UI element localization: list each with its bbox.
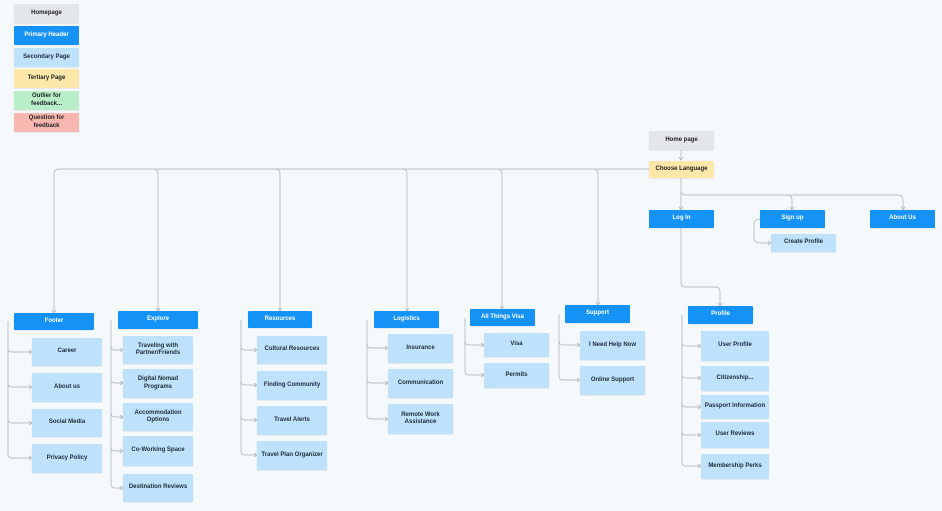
explore-connector-branch-2 <box>110 412 123 418</box>
profile-item-user-reviews[interactable]: User Reviews <box>701 422 769 448</box>
profile-item-citizenship[interactable]: Citizenship... <box>701 366 769 391</box>
support-node[interactable]: Support <box>565 305 630 323</box>
footer-connector-branch-0 <box>7 347 32 353</box>
footer-node[interactable]: Footer <box>14 313 94 330</box>
footer-item-career[interactable]: Career <box>32 338 102 366</box>
resources-connector-branch-1 <box>240 380 257 386</box>
connector-to-sign-up <box>680 189 793 210</box>
log-in-node[interactable]: Log In <box>649 210 714 228</box>
visa-item-visa[interactable]: Visa <box>484 333 549 357</box>
connector-to-about-us <box>787 194 904 210</box>
support-item-i-need-help-now[interactable]: I Need Help Now <box>580 331 645 360</box>
footer-connector-branch-2 <box>7 418 32 424</box>
legend-tertiary-page: Tertiary Page <box>14 69 79 88</box>
connector-to-explore <box>152 168 159 311</box>
explore-item-co-working-space[interactable]: Co-Working Space <box>123 436 193 466</box>
connector-to-logistics <box>401 168 408 311</box>
footer-item-about-us[interactable]: About us <box>32 373 102 402</box>
profile-node[interactable]: Profile <box>688 306 753 324</box>
profile-connector-rail <box>681 315 701 467</box>
logistics-item-communication[interactable]: Communication <box>388 369 453 398</box>
visa-item-permits[interactable]: Permits <box>484 363 549 388</box>
resources-item-finding-community[interactable]: Finding Community <box>257 371 327 400</box>
support-connector-branch-0 <box>558 340 580 346</box>
connector-to-visa <box>496 168 503 309</box>
about-us-node[interactable]: About Us <box>870 210 935 228</box>
footer-item-privacy-policy[interactable]: Privacy Policy <box>32 444 102 473</box>
create-profile-node[interactable]: Create Profile <box>771 234 836 252</box>
support-item-online-support[interactable]: Online Support <box>580 366 645 395</box>
connector-login-to-profile <box>680 228 721 306</box>
profile-item-membership-perks[interactable]: Membership Perks <box>701 454 769 479</box>
resources-connector-branch-0 <box>240 345 257 351</box>
resources-item-cultural-resources[interactable]: Cultural Resources <box>257 336 327 364</box>
footer-item-social-media[interactable]: Social Media <box>32 409 102 437</box>
logistics-node[interactable]: Logistics <box>374 311 439 328</box>
support-connector-rail <box>558 314 580 381</box>
legend-outlier-for-feedback: Outlier for feedback... <box>14 91 79 110</box>
resources-connector-rail <box>240 320 257 456</box>
logistics-connector-branch-1 <box>366 378 388 384</box>
all-things-visa-node[interactable]: All Things Visa <box>470 309 535 326</box>
resources-connector-branch-2 <box>240 415 257 421</box>
footer-connector-rail <box>7 321 32 459</box>
legend-homepage: Homepage <box>14 4 79 23</box>
legend-secondary-page: Secondary Page <box>14 48 79 67</box>
logistics-connector-branch-0 <box>366 343 388 349</box>
logistics-item-remote-work-assistance[interactable]: Remote Work Assistance <box>388 404 453 434</box>
profile-item-user-profile[interactable]: User Profile <box>701 331 769 361</box>
legend-question-for-feedback: Question for feedback <box>14 113 79 132</box>
resources-item-travel-plan-organizer[interactable]: Travel Plan Organizer <box>257 441 327 470</box>
profile-connector-branch-2 <box>681 402 701 408</box>
explore-connector-branch-0 <box>110 345 123 351</box>
profile-connector-branch-0 <box>681 341 701 347</box>
connector-language-trunk <box>53 168 649 313</box>
resources-item-travel-alerts[interactable]: Travel Alerts <box>257 406 327 435</box>
choose-language-node[interactable]: Choose Language <box>649 161 714 178</box>
explore-item-accommodation-options[interactable]: Accommodation Options <box>123 403 193 431</box>
explore-connector-branch-3 <box>110 446 123 452</box>
resources-node[interactable]: Resources <box>248 311 312 328</box>
explore-connector-branch-1 <box>110 378 123 384</box>
connector-signup-to-create-profile <box>753 218 771 244</box>
explore-item-destination-reviews[interactable]: Destination Reviews <box>123 474 193 502</box>
explore-item-traveling-with-partner[interactable]: Traveling with Partner/Friends <box>123 336 193 364</box>
connector-to-resources <box>274 168 281 311</box>
logistics-connector-rail <box>366 320 388 420</box>
explore-item-digital-nomad-programs[interactable]: Digital Nomad Programs <box>123 369 193 398</box>
explore-node[interactable]: Explore <box>118 311 198 329</box>
visa-connector-rail <box>464 318 484 376</box>
sign-up-node[interactable]: Sign up <box>760 210 825 228</box>
profile-connector-branch-3 <box>681 430 701 436</box>
profile-connector-branch-1 <box>681 373 701 379</box>
arrow-choose-language <box>678 156 684 161</box>
connector-to-support <box>592 168 599 305</box>
footer-connector-branch-1 <box>7 382 32 388</box>
home-page-node[interactable]: Home page <box>649 131 714 150</box>
logistics-item-insurance[interactable]: Insurance <box>388 334 453 363</box>
explore-connector-rail <box>110 320 123 489</box>
profile-item-passport-information[interactable]: Passport Information <box>701 395 769 419</box>
legend-primary-header: Primary Header <box>14 26 79 45</box>
visa-connector-branch-0 <box>464 340 484 346</box>
